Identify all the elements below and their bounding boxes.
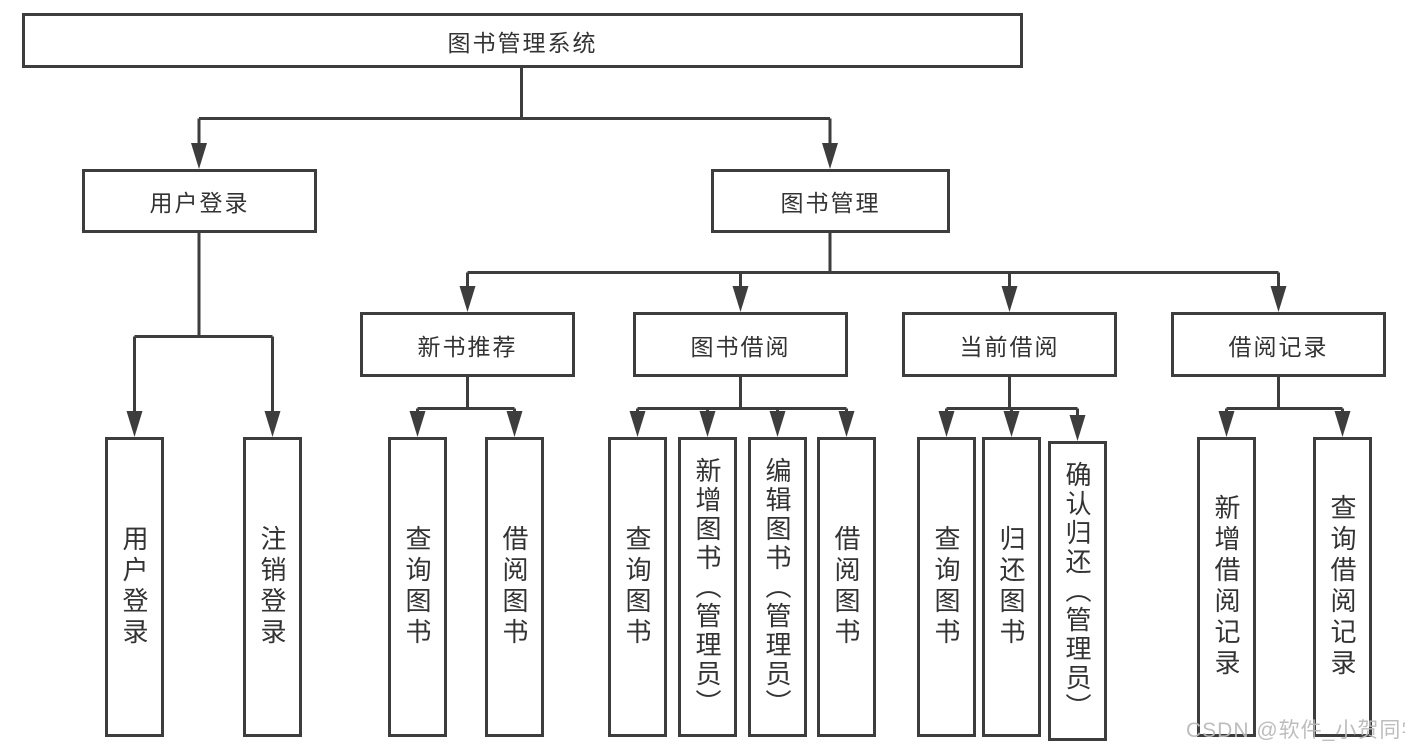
- connector-recommend-to-leaves: [416, 377, 516, 413]
- leaf-add-borrow-record: 新增借阅记录: [1197, 437, 1256, 737]
- arrowhead: [264, 411, 281, 437]
- leaf-borrow-books-recommend: 借阅图书: [485, 437, 544, 737]
- connector-borrow-to-leaves: [636, 377, 848, 413]
- arrowhead: [1334, 411, 1351, 437]
- leaf-user-login: 用户登录: [105, 437, 164, 737]
- csdn-watermark: CSDN @软件_小贺同学: [1186, 719, 1405, 742]
- leaf-confirm-return-admin: 确认归还（管理员）: [1048, 441, 1107, 741]
- arrowhead: [769, 411, 786, 437]
- arrowhead: [822, 143, 838, 169]
- leaf-logout: 注销登录: [243, 437, 302, 737]
- arrowhead: [838, 411, 855, 437]
- leaf-query-books-borrow: 查询图书: [608, 437, 667, 737]
- connector-root-to-level2: [197, 68, 832, 145]
- leaf-borrow-books: 借阅图书: [817, 437, 876, 737]
- arrowhead: [1069, 415, 1086, 441]
- connector-records-to-leaves: [1225, 377, 1344, 413]
- arrowhead: [1270, 286, 1287, 312]
- leaf-return-books: 归还图书: [982, 437, 1041, 737]
- connector-current-to-leaves: [945, 377, 1079, 417]
- arrowhead: [506, 411, 523, 437]
- node-library-management-system: 图书管理系统: [22, 13, 1023, 68]
- arrowhead: [126, 411, 143, 437]
- leaf-add-books-admin: 新增图书（管理员）: [678, 437, 737, 737]
- node-book-management: 图书管理: [711, 169, 950, 233]
- connector-login-to-leaves: [133, 232, 274, 413]
- arrowhead: [1218, 411, 1235, 437]
- arrowhead: [732, 286, 749, 312]
- leaf-query-books-current: 查询图书: [917, 437, 976, 737]
- node-book-borrowing: 图书借阅: [633, 312, 848, 377]
- arrowhead: [1001, 286, 1018, 312]
- arrowhead: [699, 411, 716, 437]
- node-new-book-recommendation: 新书推荐: [360, 312, 575, 377]
- connector-bookmgmt-to-level3: [466, 233, 1280, 288]
- arrowhead: [1003, 411, 1020, 437]
- arrowhead: [629, 411, 646, 437]
- arrowhead: [459, 286, 476, 312]
- node-current-borrowing: 当前借阅: [902, 312, 1117, 377]
- arrowhead: [938, 411, 955, 437]
- arrowhead: [191, 143, 207, 169]
- leaf-query-borrow-record: 查询借阅记录: [1313, 437, 1372, 737]
- leaf-edit-books-admin: 编辑图书（管理员）: [748, 437, 807, 737]
- leaf-query-books-recommend: 查询图书: [388, 437, 447, 737]
- node-user-login: 用户登录: [82, 169, 317, 233]
- arrowhead: [409, 411, 426, 437]
- node-borrowing-records: 借阅记录: [1171, 312, 1386, 377]
